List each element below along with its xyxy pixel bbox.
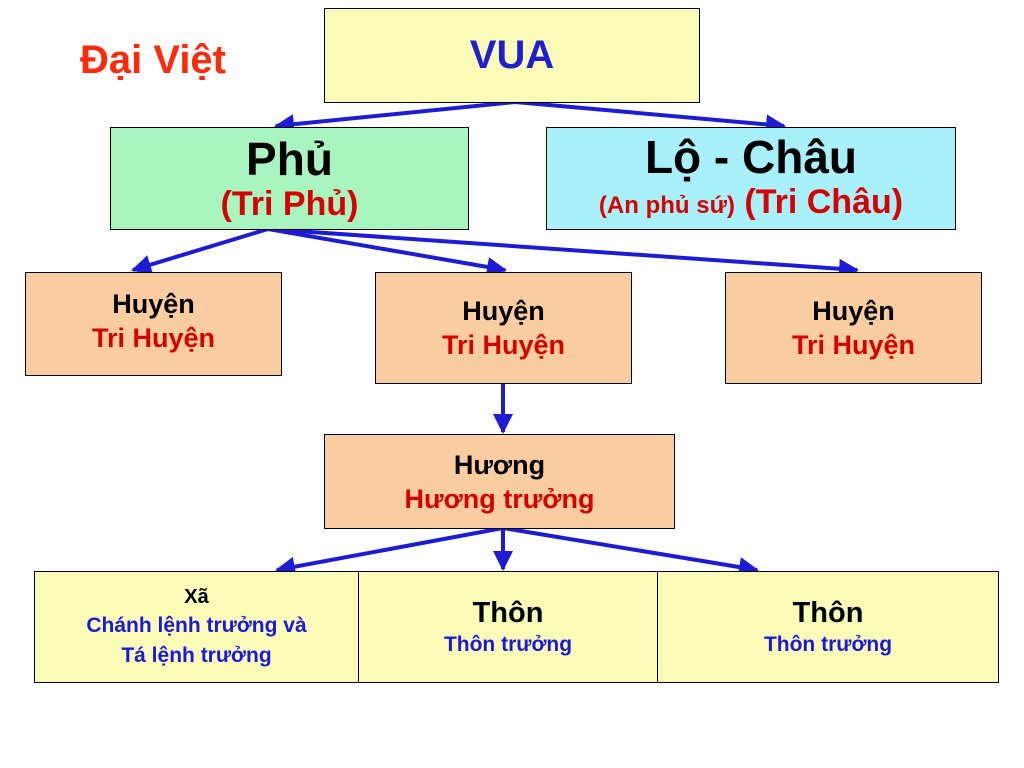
lo-chau-official-tri-chau: (Tri Châu) bbox=[744, 182, 904, 221]
xa-label: Xã bbox=[184, 586, 209, 608]
arrow-phu-to-huyen-3 bbox=[267, 227, 859, 279]
vua-box: VUA bbox=[324, 8, 700, 103]
huyen-official: Tri Huyện bbox=[791, 330, 916, 360]
phu-box: Phủ (Tri Phủ) bbox=[110, 127, 469, 230]
thon-label: Thôn bbox=[472, 597, 544, 629]
thon-box-2: Thôn Thôn trưởng bbox=[657, 571, 999, 683]
huyen-box-1: Huyện Tri Huyện bbox=[25, 272, 282, 376]
arrow-huong-to-xa bbox=[275, 526, 504, 577]
lo-chau-official-an-phu-su: (An phủ sứ) bbox=[598, 191, 735, 219]
huyen-official: Tri Huyện bbox=[441, 330, 566, 360]
lo-chau-officials: (An phủ sứ) (Tri Châu) bbox=[599, 182, 903, 226]
vua-label: VUA bbox=[469, 33, 555, 77]
xa-box: Xã Chánh lệnh trưởng và Tá lệnh trưởng bbox=[34, 571, 359, 683]
thon-label: Thôn bbox=[792, 597, 864, 629]
huong-label: Hương bbox=[453, 449, 546, 480]
xa-official-1: Chánh lệnh trưởng và bbox=[86, 614, 307, 637]
huyen-official: Tri Huyện bbox=[91, 323, 216, 353]
thon-official: Thôn trưởng bbox=[443, 633, 573, 656]
phu-label: Phủ bbox=[246, 132, 333, 185]
xa-official-2: Tá lệnh trưởng bbox=[121, 644, 272, 667]
huyen-label: Huyện bbox=[112, 289, 195, 319]
huyen-label: Huyện bbox=[812, 296, 895, 326]
huyen-box-2: Huyện Tri Huyện bbox=[375, 272, 632, 384]
arrow-huong-to-thon-2 bbox=[502, 526, 759, 577]
thon-box-1: Thôn Thôn trưởng bbox=[358, 571, 658, 683]
huyen-label: Huyện bbox=[462, 296, 545, 326]
huong-box: Hương Hương trưởng bbox=[324, 434, 675, 529]
arrow-vua-to-lo-chau bbox=[514, 100, 786, 135]
huong-official: Hương trưởng bbox=[404, 483, 595, 514]
arrow-phu-to-huyen-1 bbox=[131, 227, 269, 275]
arrow-phu-to-huyen-2 bbox=[267, 227, 507, 277]
lo-chau-box: Lộ - Châu (An phủ sứ) (Tri Châu) bbox=[546, 127, 956, 230]
lo-chau-label: Lộ - Châu bbox=[644, 130, 858, 183]
arrow-vua-to-phu bbox=[274, 100, 516, 135]
thon-official: Thôn trưởng bbox=[763, 633, 893, 656]
phu-official: (Tri Phủ) bbox=[220, 184, 359, 223]
diagram-title: Đại Việt bbox=[80, 38, 226, 82]
huyen-box-3: Huyện Tri Huyện bbox=[725, 272, 982, 384]
